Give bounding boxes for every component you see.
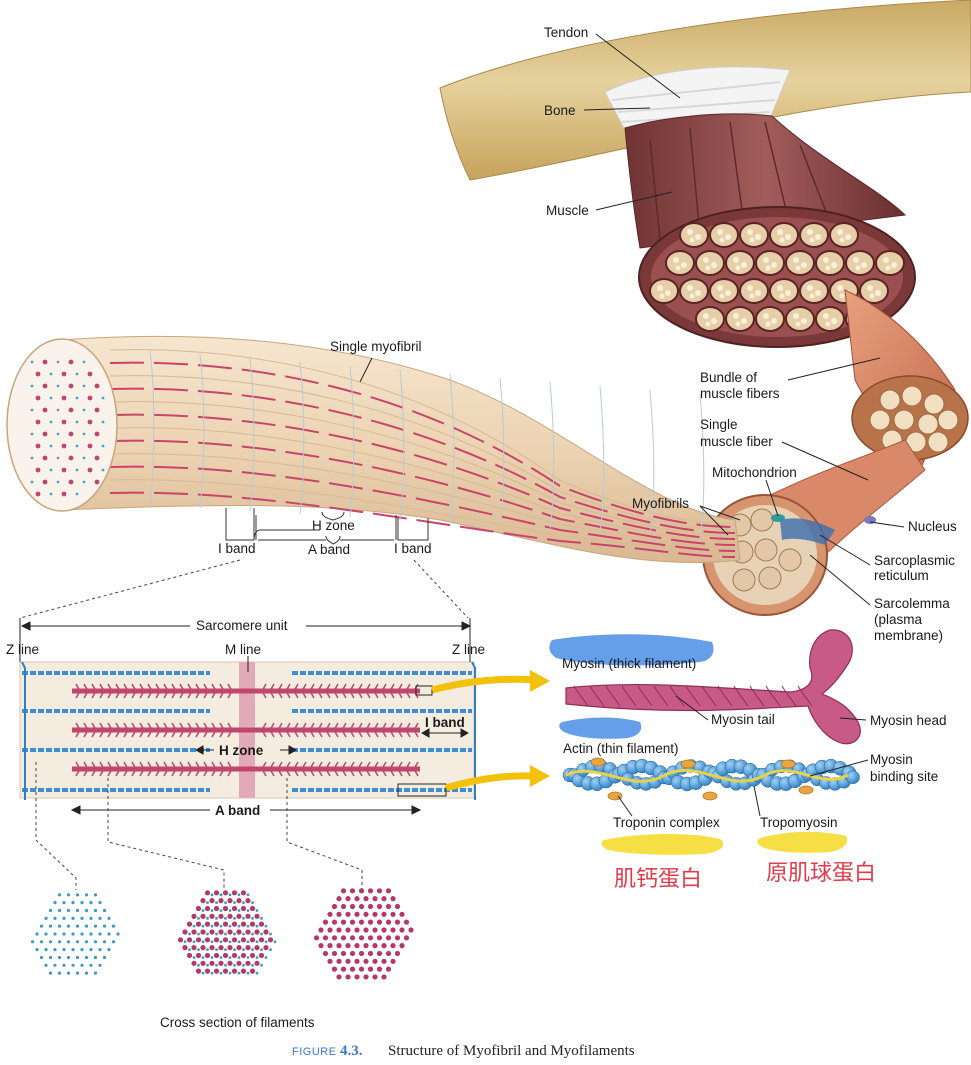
label-a-band-top: A band — [308, 542, 350, 557]
label-bundle-2: muscle fibers — [700, 386, 780, 401]
myosin-molecule — [565, 629, 861, 745]
single-myofibril — [6, 335, 741, 564]
label-h-zone-inner: H zone — [219, 743, 264, 758]
label-myosin-binding-2: binding site — [870, 769, 938, 784]
myosin-highlight — [549, 634, 714, 666]
cross-sections — [30, 888, 414, 980]
actin-filament — [562, 757, 860, 801]
troponin-highlight — [601, 834, 724, 855]
band-brackets — [225, 508, 429, 545]
label-single-myofibril: Single myofibril — [330, 339, 422, 354]
label-muscle: Muscle — [546, 203, 589, 218]
label-cross-section: Cross section of filaments — [160, 1015, 315, 1030]
label-a-band-bottom: A band — [215, 803, 260, 818]
myosin-callout-box — [415, 685, 433, 696]
label-single-fiber-1: Single — [700, 417, 738, 432]
leader-lines — [247, 33, 905, 817]
handwritten-troponin-note: 肌钙蛋白 — [614, 867, 702, 892]
label-z-line-left: Z line — [6, 642, 39, 657]
label-sarcolemma-1: Sarcolemma — [874, 596, 950, 611]
label-troponin-complex: Troponin complex — [613, 815, 720, 830]
label-i-band-inner: I band — [425, 715, 465, 730]
label-myosin-head: Myosin head — [870, 713, 947, 728]
label-sarcoplasmic-2: reticulum — [874, 568, 929, 583]
handwritten-tropomyosin-note: 原肌球蛋白 — [766, 861, 876, 886]
label-sarcoplasmic-1: Sarcoplasmic — [874, 553, 955, 568]
figure-caption: FIGURE 4.3. Structure of Myofibril and M… — [292, 1043, 635, 1059]
label-sarcolemma-2: (plasma — [874, 612, 923, 627]
label-bundle-1: Bundle of — [700, 370, 757, 385]
actin-highlight — [559, 717, 642, 739]
label-nucleus: Nucleus — [908, 519, 957, 534]
caption-figure-word: FIGURE — [292, 1046, 337, 1058]
tropomyosin-highlight — [757, 831, 848, 853]
label-bone: Bone — [544, 103, 576, 118]
label-i-band-right: I band — [394, 541, 432, 556]
actin-callout-box — [397, 783, 447, 797]
cross-section-connectors — [35, 762, 363, 890]
label-mitochondrion: Mitochondrion — [712, 465, 797, 480]
sarcomere-panel — [19, 661, 476, 800]
connector-lines — [19, 559, 469, 619]
label-myosin-tail: Myosin tail — [711, 712, 775, 727]
label-myofibrils: Myofibrils — [632, 496, 689, 511]
label-myosin-binding-1: Myosin — [870, 752, 913, 767]
fiber-bundle — [844, 289, 969, 471]
label-tendon: Tendon — [544, 25, 588, 40]
label-tropomyosin: Tropomyosin — [760, 815, 838, 830]
yellow-arrows — [431, 670, 550, 792]
sarcomere-arrows — [19, 618, 472, 815]
myofibril-end-face — [6, 338, 118, 512]
caption-figure-number: 4.3. — [340, 1043, 363, 1059]
caption-title: Structure of Myofibril and Myofilaments — [388, 1043, 635, 1059]
label-sarcomere-unit: Sarcomere unit — [196, 618, 288, 633]
label-h-zone-top: H zone — [312, 518, 355, 533]
label-actin-thin: Actin (thin filament) — [563, 741, 679, 756]
label-myosin-thick: Myosin (thick filament) — [562, 656, 696, 671]
label-i-band-left: I band — [218, 541, 256, 556]
label-z-line-right: Z line — [452, 642, 485, 657]
label-single-fiber-2: muscle fiber — [700, 434, 773, 449]
label-m-line: M line — [225, 642, 261, 657]
label-sarcolemma-3: membrane) — [874, 628, 943, 643]
